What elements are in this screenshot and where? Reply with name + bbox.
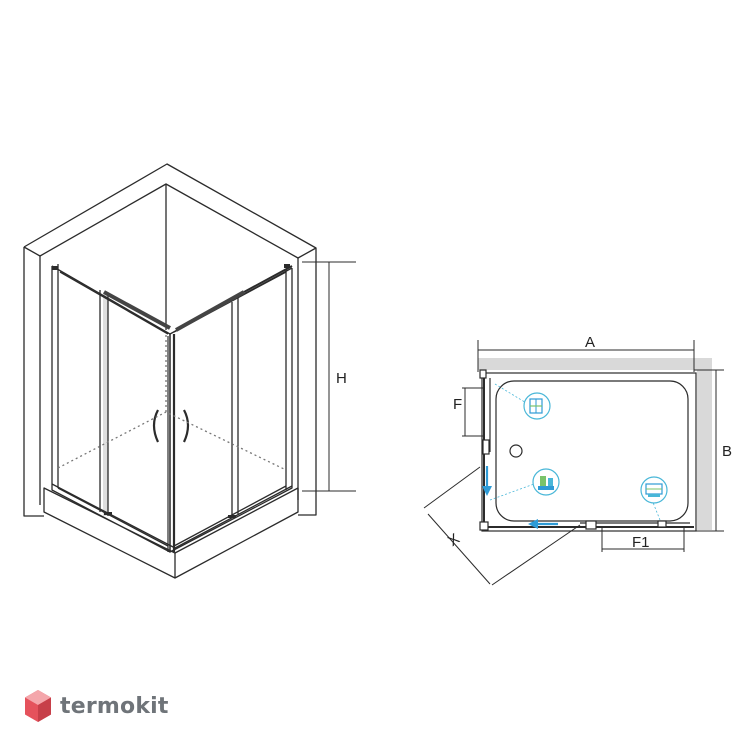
height-label: H (336, 370, 347, 387)
right-door-handle (182, 409, 190, 443)
wall-left-outer (23, 247, 44, 517)
hexagon-logo-icon (25, 690, 51, 722)
door-label-f: F (453, 396, 462, 413)
door-dimension-f1 (601, 527, 685, 552)
left-door-handle (152, 409, 160, 443)
width-dimension-a (477, 340, 695, 372)
tray-icon (640, 476, 668, 504)
isometric-view (23, 163, 356, 579)
depth-label-b: B (722, 443, 732, 460)
right-glass-panels (169, 265, 293, 553)
shower-tray (43, 487, 299, 579)
entry-dimension-x (423, 466, 581, 586)
sliding-arrows (482, 466, 558, 529)
brand-name: termokit (60, 693, 169, 719)
adjustable-profile-icon (532, 468, 560, 496)
wall-profile-icon (523, 392, 551, 420)
left-glass-panels (51, 264, 171, 553)
door-dimension-f (462, 387, 484, 437)
door-label-f1: F1 (632, 534, 650, 551)
width-label-a: A (585, 334, 595, 351)
tray-outline (481, 372, 697, 532)
height-dimension (302, 261, 356, 492)
wall-inner-top (39, 183, 299, 259)
depth-dimension-b (694, 369, 724, 532)
drain (509, 444, 523, 458)
plan-view (423, 340, 724, 586)
termokit-logo: termokit (24, 686, 169, 726)
hidden-floor-lines (57, 332, 287, 471)
entry-label-x: X (445, 530, 463, 550)
